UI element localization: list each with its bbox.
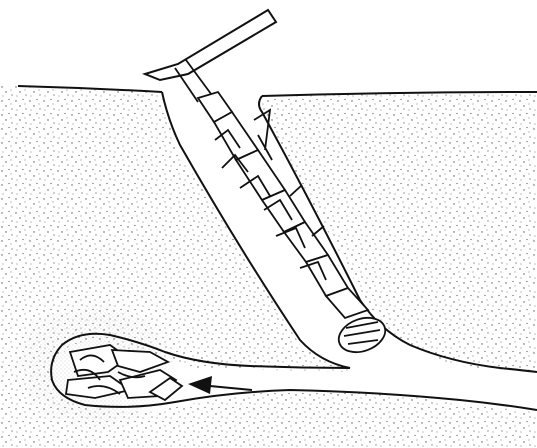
twig	[145, 10, 276, 80]
